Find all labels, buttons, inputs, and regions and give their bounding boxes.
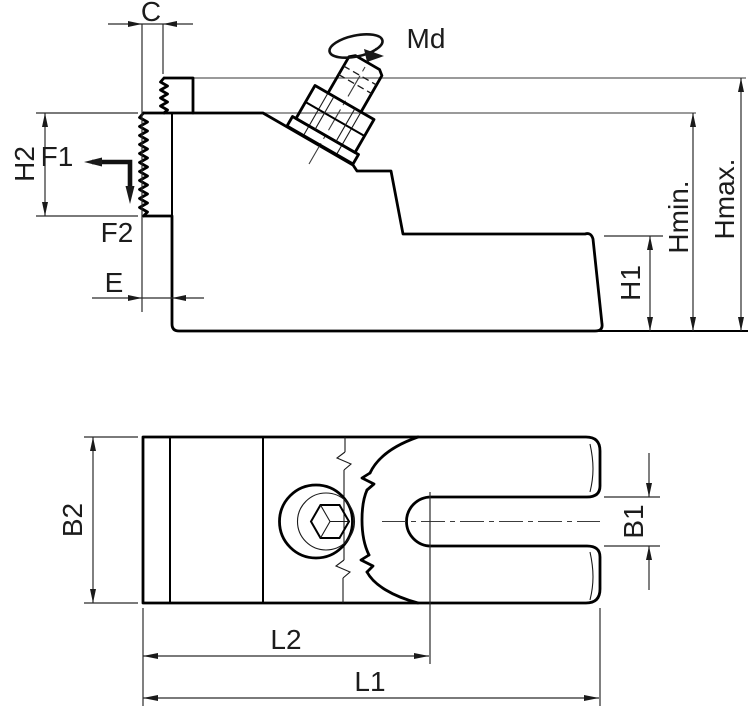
plan-view: B2 B1 L2 L1 <box>57 435 660 706</box>
l1-arrowhead-right <box>584 695 599 701</box>
l2-arrowhead-right <box>414 653 429 659</box>
force-arrow-lines <box>92 159 133 188</box>
h2-arrowhead-up <box>42 113 48 127</box>
screw-assembly <box>285 47 384 166</box>
screw-shaft <box>326 54 384 114</box>
e-arrowhead-right <box>128 295 142 301</box>
boss-arc-notch-top <box>360 471 376 492</box>
b1-arrowhead-down <box>646 483 652 497</box>
fork-tip-chamfer-bottom <box>589 551 594 601</box>
h1-arrowhead-down <box>647 317 653 331</box>
side-view: Md C H2 F1 F2 <box>9 0 748 333</box>
boss-arc-top <box>368 435 420 475</box>
fork-tip-chamfer-top <box>589 443 594 493</box>
top-jaw-block <box>163 76 195 115</box>
hex-socket-icon <box>309 504 351 539</box>
dim-label-b1: B1 <box>618 504 649 538</box>
fork-boss-arc <box>359 435 420 605</box>
dim-label-md: Md <box>407 23 446 54</box>
hmin-arrowhead-down <box>690 317 696 331</box>
boss-arc-mid <box>360 488 371 557</box>
plan-body-outline <box>141 435 602 605</box>
screw-head-inner-circle <box>296 492 356 551</box>
dim-label-h2: H2 <box>9 146 40 182</box>
hex-socket-facet-line-2 <box>320 521 331 539</box>
rotation-arrow-icon <box>328 32 384 60</box>
dim-label-e: E <box>105 267 124 298</box>
l1-arrowhead-left <box>143 695 158 701</box>
dimension-b2: B2 <box>57 436 138 604</box>
break-zigzag-bottom <box>334 559 352 579</box>
washer <box>285 115 360 166</box>
dim-label-f2: F2 <box>101 217 134 248</box>
screw-shank-hidden-left <box>303 92 329 136</box>
hex-nut <box>294 84 376 154</box>
dim-label-hmax: Hmax. <box>709 159 740 240</box>
dimension-e: E <box>92 267 204 301</box>
force-arrows: F1 F2 <box>41 141 135 248</box>
torque-symbol: Md <box>328 23 446 62</box>
screw-head-plan <box>278 483 356 560</box>
b2-arrowhead-down <box>90 589 96 603</box>
screw-shank-hidden-right <box>336 111 362 155</box>
dimension-h1: H1 <box>604 235 663 331</box>
dimension-b1: B1 <box>604 453 660 590</box>
c-arrowhead-left <box>163 21 177 27</box>
dim-label-c: C <box>141 0 161 27</box>
dim-label-l1: L1 <box>354 666 385 697</box>
dimension-l2: L2 <box>142 608 429 706</box>
f1-arrowhead-left <box>84 157 102 167</box>
c-arrowhead-right <box>128 21 142 27</box>
hmax-arrowhead-down <box>738 317 744 331</box>
boss-arc-notch-bottom <box>359 553 375 574</box>
thread-hidden-line-2 <box>343 65 377 86</box>
b1-arrowhead-up <box>646 546 652 560</box>
serrated-clamp-face <box>138 111 149 218</box>
dim-label-hmin: Hmin. <box>663 180 694 253</box>
nut-facet-right <box>335 108 356 142</box>
nut-mid-line <box>305 101 365 137</box>
dim-label-f1: F1 <box>41 141 74 172</box>
top-jaw-serration <box>159 76 169 115</box>
break-zigzag-top <box>335 451 353 471</box>
dimension-c: C <box>108 0 193 312</box>
f2-arrowhead-down <box>125 186 135 204</box>
rotation-arrowhead-icon <box>364 49 384 62</box>
hmin-arrowhead-up <box>690 113 696 127</box>
nut-facet-left <box>314 96 335 130</box>
dimension-hmin: Hmin. <box>663 113 696 331</box>
h1-arrowhead-up <box>647 236 653 250</box>
hmax-arrowhead-up <box>738 78 744 92</box>
screw-head-circle <box>278 483 354 560</box>
dimension-h2: H2 <box>9 112 138 217</box>
clamp-body-outline <box>142 111 604 333</box>
dim-label-l2: L2 <box>270 624 301 655</box>
dimension-hmax: Hmax. <box>709 78 744 331</box>
thread-hidden-line-1 <box>338 73 372 95</box>
e-arrowhead-left <box>172 295 186 301</box>
dim-label-b2: B2 <box>57 503 88 537</box>
h2-arrowhead-down <box>42 202 48 216</box>
boss-arc-bottom <box>365 570 420 605</box>
b2-arrowhead-up <box>90 437 96 451</box>
l2-arrowhead-left <box>143 653 158 659</box>
dim-label-h1: H1 <box>615 265 646 301</box>
dimension-l1: L1 <box>143 608 601 706</box>
